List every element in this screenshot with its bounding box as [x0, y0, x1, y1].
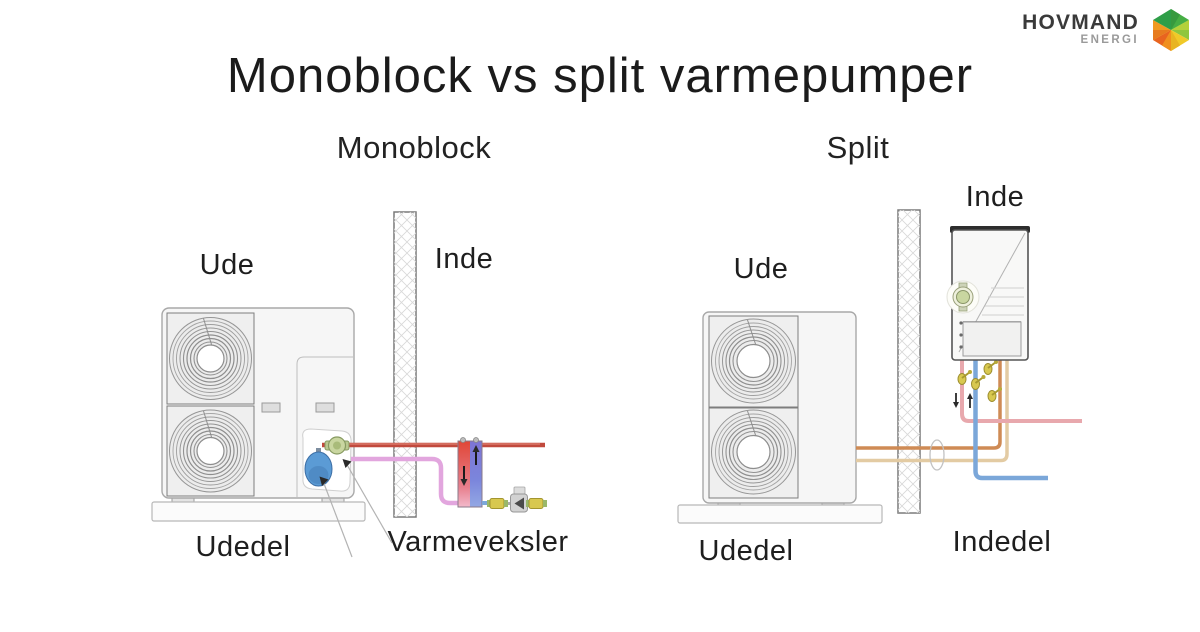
circulation-pump: [324, 436, 350, 455]
fan-icon: [168, 316, 253, 401]
split-heading: Split: [826, 130, 890, 165]
split-indoor-unit-label: Indedel: [952, 526, 1052, 558]
monoblock-outside-label: Ude: [199, 249, 255, 281]
logo-text: HOVMAND ENERGI: [1022, 12, 1139, 48]
page-title: Monoblock vs split varmepumper: [226, 49, 974, 103]
vent: [315, 402, 335, 413]
wall-sleeve: [929, 439, 945, 471]
logo-division: ENERGI: [1080, 34, 1139, 47]
pump-valve-assembly: [487, 486, 547, 513]
unit-base: [151, 501, 366, 522]
logo-hexagon-icon: [1153, 9, 1189, 51]
heating-return-pipe: [973, 359, 1048, 481]
indoor-unit-panel: [962, 321, 1022, 357]
split-drawing: [677, 209, 1082, 524]
leader-lines: [319, 459, 393, 558]
monoblock-wall: [393, 211, 417, 518]
monoblock-heading: Monoblock: [336, 130, 492, 165]
pump-direction-icon: [514, 497, 524, 510]
return-pipe: [351, 456, 460, 506]
split-inside-label: Inde: [965, 181, 1025, 213]
split-indoor-unit: [946, 226, 1030, 361]
unit-base: [677, 504, 883, 524]
heating-flow-pipe: [960, 359, 1082, 423]
heat-exchanger-label: Varmeveksler: [387, 526, 569, 558]
fan-icon: [710, 409, 797, 495]
fan-icon: [168, 409, 253, 493]
monoblock-outdoor-unit-label: Udedel: [195, 531, 291, 563]
monoblock-inside-label: Inde: [434, 243, 494, 275]
vent: [261, 402, 281, 413]
split-outdoor-unit-label: Udedel: [698, 535, 794, 567]
logo-brand: HOVMAND: [1022, 11, 1139, 35]
heat-fins: [982, 287, 1024, 316]
flow-direction-arrows: [953, 393, 973, 408]
monoblock-outdoor-unit: [151, 307, 366, 522]
logo: HOVMAND ENERGI: [1022, 7, 1194, 53]
indoor-pump: [952, 282, 974, 312]
split-outside-label: Ude: [733, 253, 789, 285]
split-wall: [897, 209, 921, 514]
monoblock-drawing: [151, 211, 547, 558]
split-outdoor-unit: [677, 311, 883, 524]
valve-icon: [983, 359, 999, 376]
refrigerant-pipe-gas: [856, 359, 1002, 450]
service-panel-line: [296, 356, 353, 497]
fan-icon: [710, 318, 797, 404]
heat-exchanger: [457, 437, 483, 508]
refrigerant-pipe-liquid: [856, 359, 1009, 463]
